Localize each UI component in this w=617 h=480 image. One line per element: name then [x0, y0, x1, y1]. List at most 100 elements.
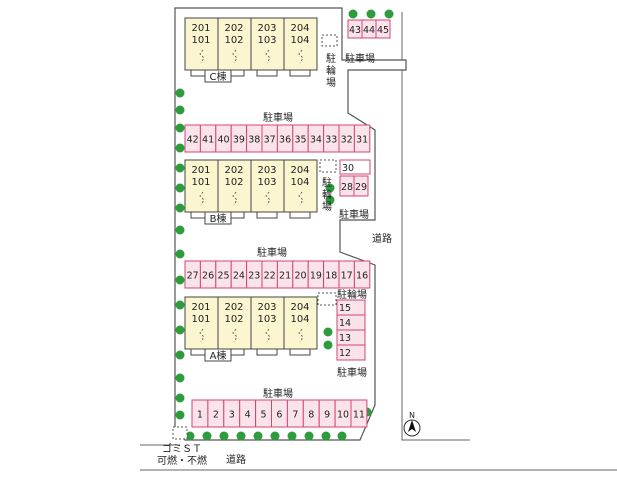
stair-icon	[232, 49, 238, 64]
parking-slot	[375, 19, 391, 39]
parking-slot-number: 4	[245, 410, 251, 421]
room-number-upper: 203	[257, 302, 276, 313]
parking-slot-number: 16	[356, 271, 368, 282]
parking-slot-number: 37	[264, 135, 276, 146]
unit-block	[250, 296, 285, 350]
parking-slot-number: 9	[324, 410, 330, 421]
parking-slot-number: 29	[355, 182, 367, 193]
parking-slot	[339, 159, 371, 175]
tree-icon	[348, 9, 358, 19]
tree-icon	[270, 431, 280, 441]
tree-icon	[175, 123, 185, 133]
parking-label-row-1-11: 駐車場	[263, 387, 293, 400]
road-label-south: 道路	[226, 453, 246, 466]
tree-icon	[219, 431, 229, 441]
parking-slot-number: 25	[217, 271, 229, 282]
tree-icon	[323, 327, 333, 337]
room-number-upper: 204	[290, 165, 309, 176]
tree-icon	[253, 431, 263, 441]
stair-icon	[265, 49, 271, 64]
tree-icon	[325, 183, 335, 193]
tree-icon	[287, 431, 297, 441]
entrance-step	[256, 348, 278, 356]
parking-slot	[353, 260, 371, 289]
tree-icon	[323, 340, 333, 350]
entrance-step	[289, 69, 311, 77]
parking-slot-number: 28	[341, 182, 353, 193]
room-number-upper: 203	[257, 23, 276, 34]
bike-label-middle: 駐輪場	[322, 176, 332, 213]
room-number-lower: 102	[224, 314, 243, 325]
room-number-upper: 201	[191, 302, 210, 313]
parking-slot-number: 43	[349, 25, 361, 36]
parking-label-right-12-15: 駐車場	[337, 366, 367, 379]
entrance-step	[289, 348, 311, 356]
parking-slot-number: 33	[325, 135, 337, 146]
room-number-upper: 203	[257, 165, 276, 176]
parking-slot-number: 23	[248, 271, 260, 282]
tree-icon	[236, 431, 246, 441]
room-number-lower: 103	[257, 177, 276, 188]
stair-icon	[298, 328, 304, 343]
stair-icon	[199, 191, 205, 206]
parking-slot-number: 14	[339, 318, 351, 329]
parking-slot	[350, 399, 368, 428]
room-number-lower: 104	[290, 35, 309, 46]
road-label-east: 道路	[372, 232, 392, 245]
parking-slot-number: 32	[341, 135, 353, 146]
parking-slot	[353, 175, 369, 197]
room-number-lower: 102	[224, 35, 243, 46]
room-number-lower: 101	[191, 314, 210, 325]
bike-parking-lower-box	[317, 292, 337, 306]
parking-label-row-16-27: 駐車場	[257, 246, 287, 259]
north-arrow-icon: N	[403, 411, 421, 437]
parking-slot-number: 34	[310, 135, 322, 146]
tree-icon	[304, 431, 314, 441]
stair-icon	[265, 191, 271, 206]
parking-slot-number: 45	[377, 25, 389, 36]
room-number-lower: 104	[290, 314, 309, 325]
room-number-lower: 101	[191, 177, 210, 188]
room-number-lower: 103	[257, 35, 276, 46]
parking-label-row-31-42: 駐車場	[263, 111, 293, 124]
parking-slot-number: 13	[339, 333, 351, 344]
parking-slot-number: 15	[339, 303, 351, 314]
unit-block	[250, 159, 285, 213]
parking-slot-number: 44	[363, 25, 375, 36]
parking-slot	[336, 344, 366, 361]
entrance-step	[256, 69, 278, 77]
parking-slot-number: 3	[229, 410, 235, 421]
building-name-label: A棟	[210, 349, 227, 362]
building-name-box	[204, 69, 232, 83]
tree-icon	[185, 431, 195, 441]
parking-slot-number: 35	[294, 135, 306, 146]
parking-slot-number: 24	[233, 271, 245, 282]
parking-label-top-right: 駐車場	[345, 52, 375, 65]
room-number-upper: 201	[191, 23, 210, 34]
building-name-label: C棟	[210, 70, 227, 83]
tree-icon	[321, 431, 331, 441]
building-name-label: B棟	[210, 212, 227, 225]
building-name-box	[204, 211, 232, 225]
parking-slot-number: 12	[339, 348, 351, 359]
tree-icon	[175, 393, 185, 403]
tree-icon	[175, 143, 185, 153]
parking-slot-number: 38	[248, 135, 260, 146]
room-number-upper: 204	[290, 23, 309, 34]
room-number-upper: 202	[224, 302, 243, 313]
tree-icon	[202, 431, 212, 441]
tree-icon	[175, 88, 185, 98]
parking-slot-number: 31	[356, 135, 368, 146]
parking-slot-number: 11	[353, 410, 365, 421]
parking-slot-number: 21	[279, 271, 291, 282]
unit-block	[250, 17, 285, 71]
parking-slot-number: 2	[213, 410, 219, 421]
tree-icon	[175, 410, 185, 420]
north-label: N	[409, 411, 415, 420]
stair-icon	[265, 328, 271, 343]
parking-slot-number: 1	[197, 410, 203, 421]
tree-icon	[384, 9, 394, 19]
